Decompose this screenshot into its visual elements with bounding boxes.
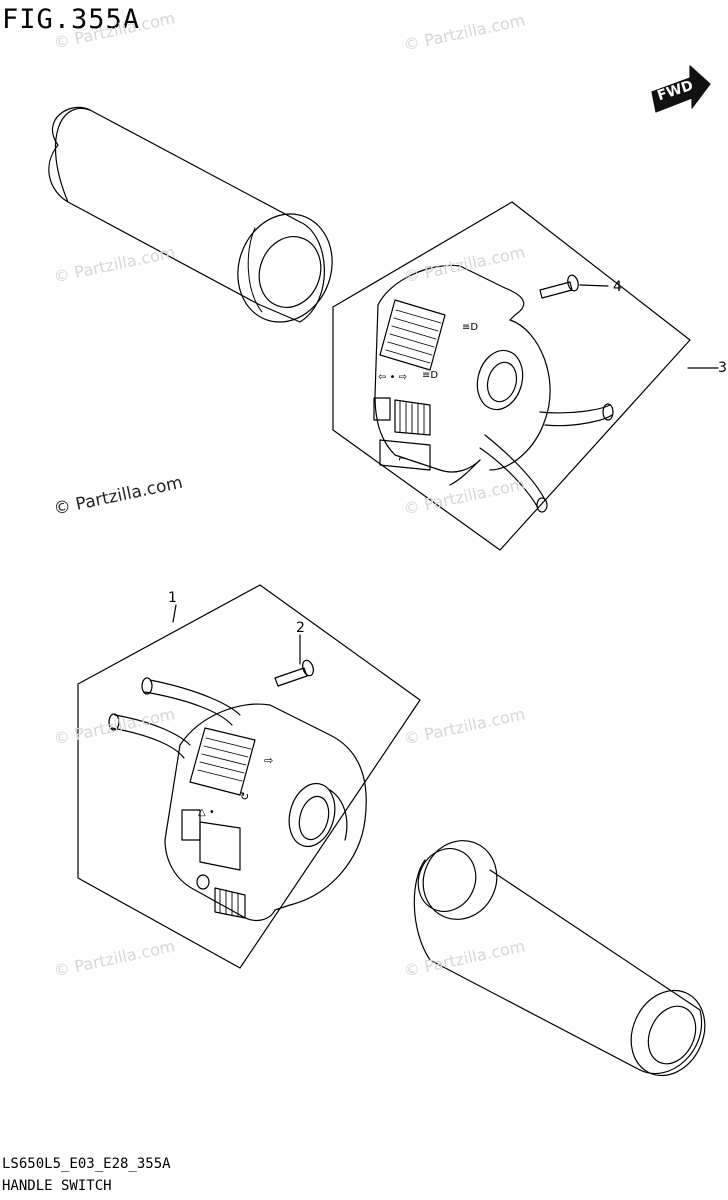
figure-name: HANDLE SWITCH xyxy=(2,1178,112,1194)
callout-1: 1 xyxy=(168,590,177,606)
callout-4: 4 xyxy=(613,279,622,295)
svg-text:⇦ • ⇨: ⇦ • ⇨ xyxy=(378,372,407,383)
right-grip xyxy=(413,840,706,1077)
svg-text:△ •: △ • xyxy=(198,807,215,818)
screw-part-2 xyxy=(274,634,314,687)
svg-text:≡D: ≡D xyxy=(422,370,438,381)
figure-code: LS650L5_E03_E28_355A xyxy=(2,1156,171,1172)
svg-text:⌐: ⌐ xyxy=(398,454,406,465)
svg-text:≡D: ≡D xyxy=(462,322,478,333)
right-switch-assembly: ≡D ⇦ • ⇨ ≡D ⌐ xyxy=(373,264,614,513)
forward-direction-badge xyxy=(651,65,711,113)
left-grip xyxy=(48,106,333,323)
screw-part-4 xyxy=(539,274,609,299)
left-switch-outline-box xyxy=(77,584,421,969)
svg-text:↻: ↻ xyxy=(240,790,249,803)
left-switch-assembly: ⇨ ↻ △ • xyxy=(108,677,367,922)
svg-text:⇨: ⇨ xyxy=(264,754,273,767)
right-switch-outline-box xyxy=(332,201,719,551)
figure-title: FIG.355A xyxy=(2,4,141,35)
callout-3: 3 xyxy=(718,360,727,376)
callout-2: 2 xyxy=(296,620,305,636)
